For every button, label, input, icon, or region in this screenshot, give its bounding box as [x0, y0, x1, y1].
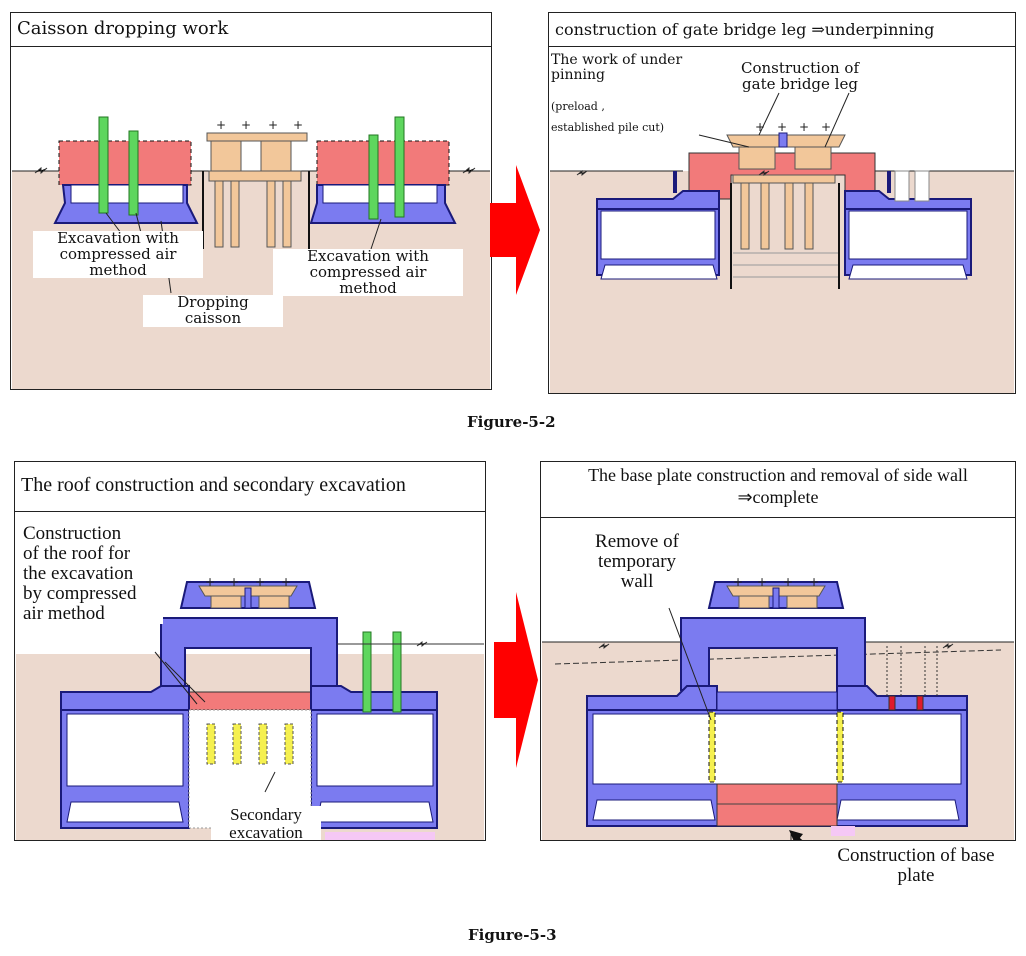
- svg-text:+: +: [755, 120, 765, 134]
- panel-base-plate: The base plate construction and removal …: [540, 461, 1016, 841]
- svg-text:+: +: [809, 575, 819, 589]
- label-remove-temporary-wall: Remove of temporary wall: [595, 531, 679, 592]
- panel-title: The roof construction and secondary exca…: [15, 462, 485, 512]
- svg-text:+: +: [241, 118, 251, 132]
- panel-title: construction of gate bridge leg ⇒underpi…: [549, 13, 1015, 47]
- gate-bridge-leg-diagram: + + + +: [550, 92, 1014, 393]
- label-excavation-right: Excavation with compressed air method: [273, 248, 463, 297]
- label-secondary-excavation: Secondary excavation: [211, 806, 321, 840]
- svg-text:+: +: [757, 575, 767, 589]
- panel-roof-construction: The roof construction and secondary exca…: [14, 461, 486, 841]
- label-underpinning: The work of under pinning: [551, 52, 683, 83]
- svg-text:+: +: [293, 118, 303, 132]
- svg-text:+: +: [783, 575, 793, 589]
- roof-construction-diagram: + + + +: [16, 575, 484, 840]
- figure-caption: Figure-5-2: [467, 413, 556, 431]
- gate-bridge-pier: [206, 132, 308, 248]
- svg-text:+: +: [799, 120, 809, 134]
- svg-text:+: +: [777, 120, 787, 134]
- svg-text:+: +: [205, 575, 215, 589]
- label-excavation-left: Excavation with compressed air method: [33, 230, 203, 279]
- svg-text:+: +: [255, 575, 265, 589]
- panel-title: The base plate construction and removal …: [541, 462, 1015, 518]
- label-dropping-caisson: Dropping caisson: [143, 294, 283, 327]
- panel-caisson-dropping: Caisson dropping work + + + +: [10, 12, 492, 390]
- caisson-dropping-diagram: + + + +: [12, 116, 490, 389]
- label-roof-construction: Construction of the roof for the excavat…: [23, 524, 163, 624]
- figure-caption: Figure-5-3: [468, 926, 557, 944]
- label-preload: (preload , established pile cut): [551, 100, 665, 134]
- svg-text:+: +: [821, 120, 831, 134]
- arrow-right-icon: [494, 592, 538, 768]
- arrow-right-icon: [490, 165, 540, 295]
- label-base-plate: Construction of base plate: [822, 846, 1010, 886]
- svg-text:+: +: [216, 118, 226, 132]
- label-gate-leg: Construction of gate bridge leg: [741, 59, 859, 93]
- svg-text:+: +: [268, 118, 278, 132]
- svg-text:+: +: [281, 575, 291, 589]
- panel-title: Caisson dropping work: [11, 13, 491, 47]
- base-plate-diagram: + + + +: [542, 575, 1014, 840]
- svg-text:+: +: [733, 575, 743, 589]
- svg-text:+: +: [229, 575, 239, 589]
- panel-gate-bridge-leg: construction of gate bridge leg ⇒underpi…: [548, 12, 1016, 394]
